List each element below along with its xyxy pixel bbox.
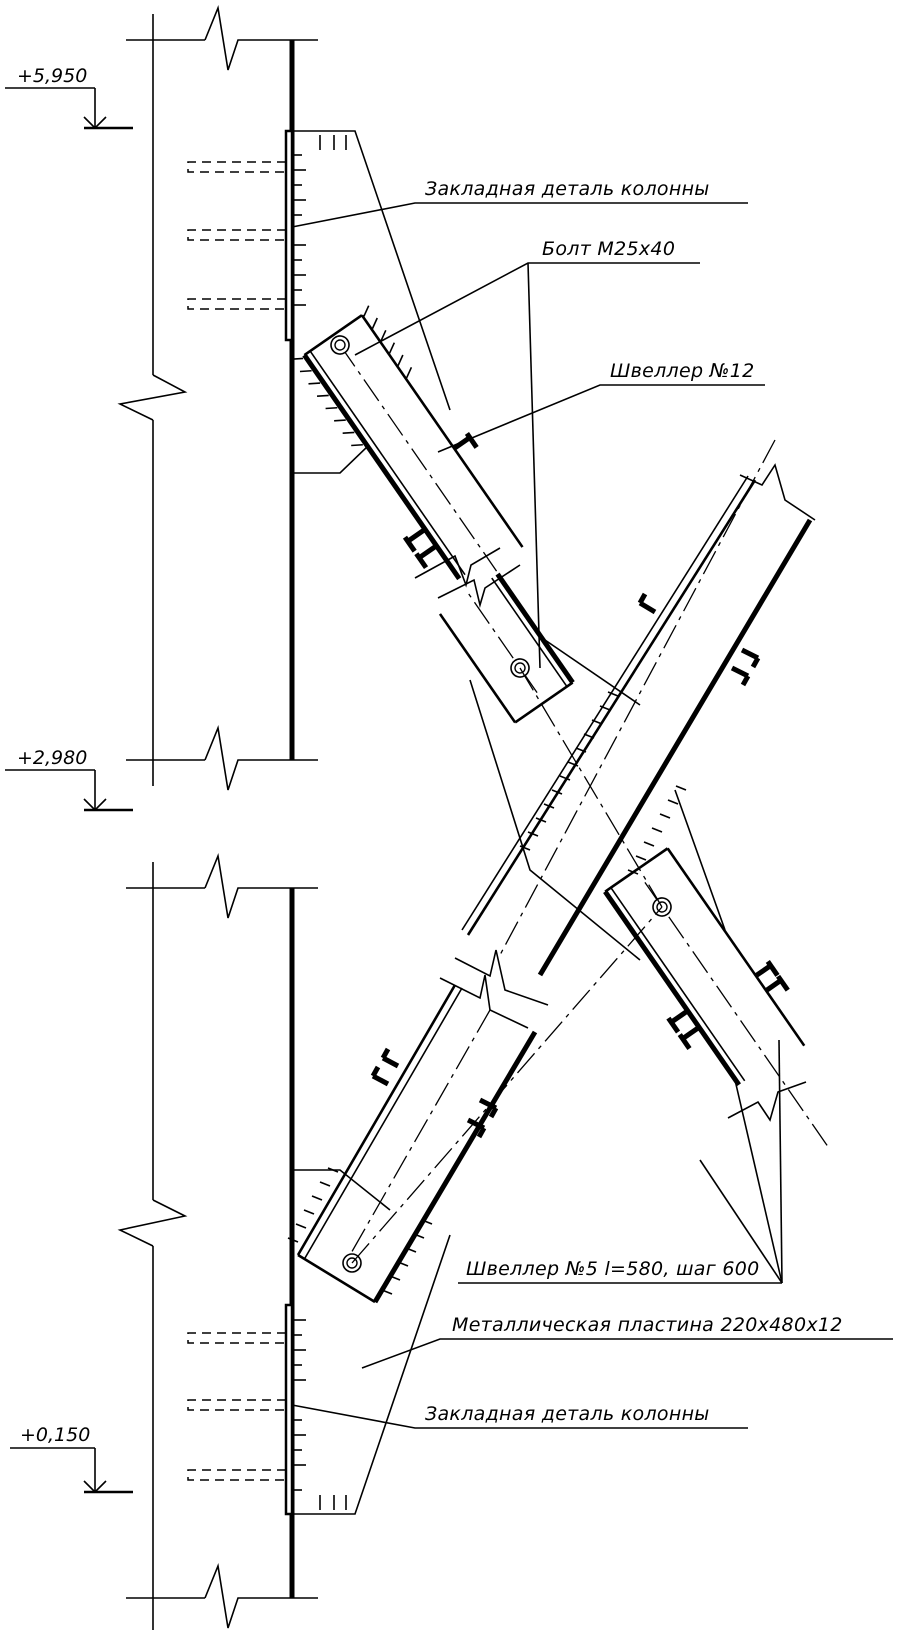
embed-top-text: Закладная деталь колонны: [425, 178, 710, 200]
level-top-text: +5,950: [17, 65, 87, 87]
channel-lower-short: [603, 847, 828, 1146]
channel5-text: Швеллер №5 l=580, шаг 600: [466, 1258, 760, 1280]
level-bottom-text: +0,150: [20, 1424, 90, 1446]
label-plate: Металлическая пластина 220х480х12: [361, 1314, 893, 1369]
lower-column: [117, 853, 451, 1630]
level-middle-text: +2,980: [17, 747, 87, 769]
embed-bottom-text: Закладная деталь колонны: [425, 1403, 710, 1425]
label-channel12: Швеллер №12: [437, 360, 765, 453]
channel-main-diagonal: [287, 439, 816, 1304]
label-embed-top: Закладная деталь колонны: [291, 178, 748, 228]
level-mark-top: +5,950: [5, 65, 133, 130]
channel-upper-short: [291, 305, 575, 724]
upper-column: [117, 5, 451, 791]
label-embed-bottom: Закладная деталь колонны: [291, 1403, 748, 1429]
level-mark-middle: +2,980: [5, 747, 133, 812]
level-mark-bottom: +0,150: [10, 1424, 133, 1494]
label-bolt: Болт М25х40: [354, 238, 700, 669]
label-channel5: Швеллер №5 l=580, шаг 600: [458, 1039, 783, 1284]
channel12-text: Швеллер №12: [610, 360, 755, 382]
bolt-text: Болт М25х40: [542, 238, 675, 260]
plate-text: Металлическая пластина 220х480х12: [452, 1314, 843, 1336]
